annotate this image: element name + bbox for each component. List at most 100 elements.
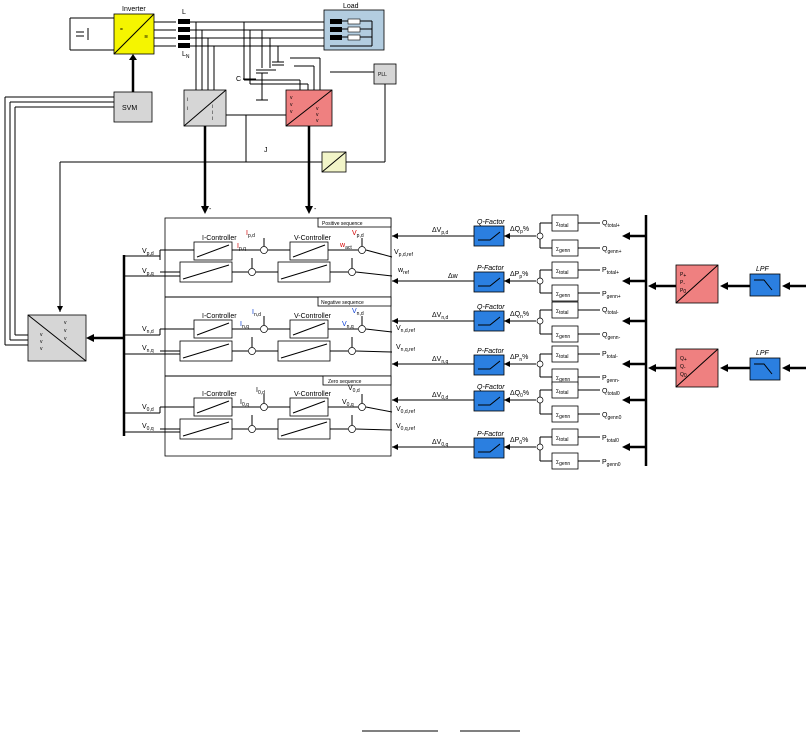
svg-text:Σtotal: Σtotal (556, 309, 569, 316)
svg-text:ΔV0,q: ΔV0,q (432, 439, 449, 448)
svg-text:ΔQp%: ΔQp% (510, 226, 529, 235)
svg-text:Qgenn+: Qgenn+ (602, 246, 622, 255)
svg-text:v: v (64, 320, 67, 326)
svg-text:Σtotal: Σtotal (556, 436, 569, 443)
svg-text:i: i (187, 106, 188, 112)
svg-text:i: i (187, 97, 188, 103)
svg-text:Positive sequence: Positive sequence (322, 221, 363, 227)
svg-text:Ptotal+: Ptotal+ (602, 267, 619, 276)
pos-out-d: Vp,d (142, 248, 154, 257)
svg-text:P0: P0 (680, 288, 686, 295)
svg-text:ΔPp%: ΔPp% (510, 271, 528, 280)
percent-calc-blocks (536, 214, 600, 470)
voltage-transform-block: v v v v v v (285, 89, 333, 127)
svg-text:I-Controller: I-Controller (202, 313, 237, 320)
neg-ref-q: Vn,q,ref (396, 344, 415, 353)
zero-seq-label: Zero sequence (322, 375, 392, 386)
lpf-block-q: LPF (720, 350, 806, 381)
zero-seq-controllers: I-Controller V-Controller (124, 391, 393, 440)
svg-text:v: v (40, 332, 43, 338)
svg-text:Pgenn+: Pgenn+ (602, 291, 621, 300)
svg-text:=: = (120, 27, 123, 33)
svg-text:v: v (290, 95, 293, 101)
capacitor-label: C (236, 76, 241, 83)
svg-text:wact: wact (339, 242, 352, 251)
svg-text:-: - (314, 206, 317, 213)
current-transform-block: i i i i i (183, 89, 227, 127)
zero-p-droop: P-Factor (392, 431, 536, 459)
zero-ref-q: V0,q,ref (396, 423, 415, 432)
svg-text:Negative sequence: Negative sequence (321, 300, 364, 306)
neg-q-droop: Q-Factor (392, 304, 536, 332)
svg-text:Vn,d: Vn,d (352, 308, 364, 317)
inductor-l-label: L (182, 9, 186, 16)
svg-text:v: v (64, 328, 67, 334)
svg-text:i: i (212, 110, 213, 116)
svg-text:v: v (316, 112, 319, 118)
neg-out-d: Vn,d (142, 326, 154, 335)
svg-text:Vn,q: Vn,q (342, 321, 354, 330)
svm-block: SVM (113, 54, 153, 123)
svg-text:v: v (290, 102, 293, 108)
svg-text:I-Controller: I-Controller (202, 235, 237, 242)
svg-text:Vp,d: Vp,d (352, 230, 364, 239)
svg-text:Q-Factor: Q-Factor (477, 384, 505, 391)
q-sequence-block: Q+ Q- Q0 (648, 348, 719, 388)
svg-text:V-Controller: V-Controller (294, 313, 332, 320)
svg-text:v: v (290, 109, 293, 115)
measurement-taps (195, 22, 374, 90)
svm-label: SVM (122, 105, 137, 112)
svg-text:Σgenn: Σgenn (556, 460, 570, 467)
svg-text:Ptotal0: Ptotal0 (602, 435, 619, 444)
p-sequence-block: P+ P- P0 (648, 264, 719, 304)
svg-text:In,q: In,q (240, 321, 249, 330)
filter-inductors (154, 19, 190, 48)
neg-p-droop: P-Factor (392, 348, 536, 376)
pll-label: PLL (378, 72, 387, 78)
zero-q-droop: Q-Factor (392, 384, 536, 412)
pos-seq-label: Positive sequence (317, 217, 392, 228)
svg-text:Σgenn: Σgenn (556, 292, 570, 299)
neg-seq-label: Negative sequence (317, 296, 392, 307)
pos-ref-d: Vp,d,ref (394, 249, 413, 258)
svg-text:Q+: Q+ (680, 356, 687, 363)
svg-text:Σtotal: Σtotal (556, 389, 569, 396)
svg-text:Ptotal-: Ptotal- (602, 351, 618, 360)
svg-text:Σtotal: Σtotal (556, 222, 569, 229)
svg-text:ΔP0%: ΔP0% (510, 437, 528, 446)
svg-text:v: v (64, 336, 67, 342)
svg-text:ΔPn%: ΔPn% (510, 354, 528, 363)
svg-text:Σgenn: Σgenn (556, 333, 570, 340)
svg-text:Q-Factor: Q-Factor (477, 219, 505, 226)
svg-text:Zero sequence: Zero sequence (328, 379, 362, 385)
svg-text:In,d: In,d (252, 309, 261, 318)
svg-text:Σtotal: Σtotal (556, 269, 569, 276)
bus-lines (190, 21, 330, 47)
svg-text:ΔQ0%: ΔQ0% (510, 390, 529, 399)
svm-inputs (4, 96, 114, 346)
svg-text:P-Factor: P-Factor (477, 265, 505, 272)
svg-text:Σgenn: Σgenn (556, 376, 570, 383)
svg-text:Qgenn-: Qgenn- (602, 332, 621, 341)
svg-text:Qgenn0: Qgenn0 (602, 412, 622, 421)
svg-text:Σgenn: Σgenn (556, 413, 570, 420)
svg-text:ΔV0,d: ΔV0,d (432, 392, 449, 401)
svg-text:Ip,q: Ip,q (237, 243, 246, 252)
svg-text:ΔVp,d: ΔVp,d (432, 227, 449, 236)
inductor-ln-label: LN (182, 51, 190, 60)
bus-arrows (622, 232, 646, 451)
inverter-block: = ≋ (113, 13, 155, 55)
pll-block: PLL (346, 63, 397, 163)
neg-seq-controllers: I-Controller V-Controller (124, 313, 393, 362)
power-measurement-labels: Qtotal+ Qgenn+ Ptotal+ Pgenn+ Qtotal- Qg… (602, 220, 622, 468)
svg-text:Σtotal: Σtotal (556, 353, 569, 360)
svg-text:P-Factor: P-Factor (477, 431, 505, 438)
svg-text:I0,d: I0,d (256, 387, 265, 396)
svg-text:ΔQn%: ΔQn% (510, 311, 529, 320)
svg-text:≋: ≋ (144, 34, 148, 40)
svg-text:Pgenn-: Pgenn- (602, 375, 620, 384)
pos-out-q: Vp,q (142, 268, 154, 277)
inverter-label: Inverter (122, 6, 146, 13)
svg-text:P+: P+ (680, 272, 686, 279)
